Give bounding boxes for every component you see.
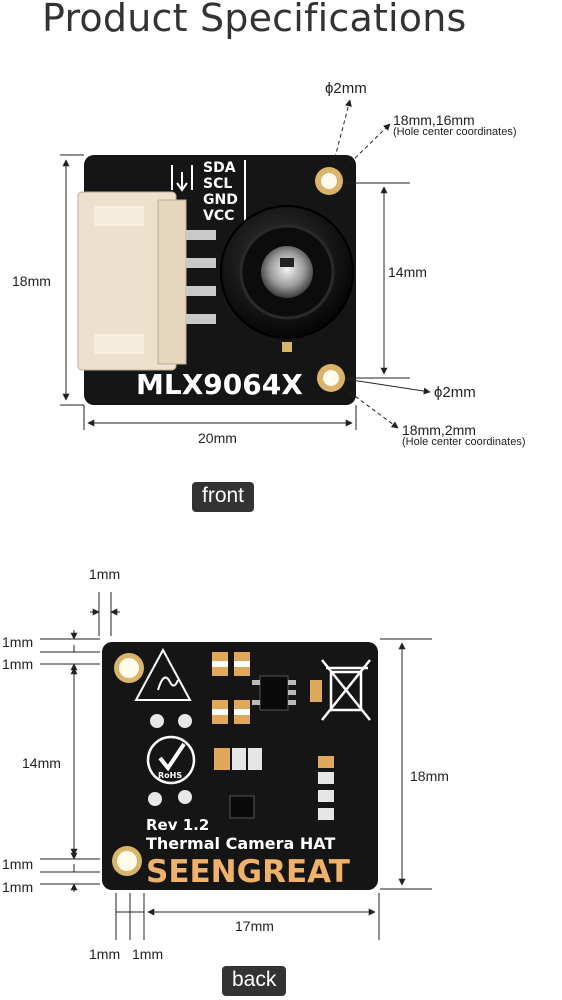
pin-label-vcc: VCC <box>203 208 234 224</box>
model-text: MLX9064X <box>136 368 303 401</box>
dim-front-width: 20mm <box>198 430 237 446</box>
thermal-sensor-lens <box>220 205 354 339</box>
mounting-hole-bottom <box>317 364 345 392</box>
esd-warning-icon <box>134 647 192 701</box>
dim-hole-bottom-coord: 18mm,2mm <box>402 422 476 438</box>
mounting-hole-top <box>315 167 343 195</box>
dim-back-right-height: 18mm <box>410 768 449 784</box>
dim-hole-top-coord: 18mm,16mm <box>393 112 475 128</box>
dim-hole-bottom-note: (Hole center coordinates) <box>402 436 526 448</box>
dim-back-left-bottom-1: 1mm <box>2 856 34 872</box>
dim-back-left-height: 14mm <box>22 755 61 771</box>
front-label-button: front <box>192 482 255 512</box>
brand-text: SEENGREAT <box>146 854 350 890</box>
front-board: SDA SCL GND VCC MLX9064X <box>77 155 356 405</box>
pin-label-sda: SDA <box>203 160 236 176</box>
dim-back-bottom-width: 17mm <box>235 918 274 934</box>
dim-front-height: 18mm <box>12 273 51 289</box>
connector <box>77 191 216 371</box>
page-title: Product Specifications <box>42 0 467 40</box>
ic-chip <box>252 675 296 711</box>
rohs-label: RoHS <box>158 771 182 780</box>
dim-back-left-bottom-2: 1mm <box>2 879 34 895</box>
pin-label-gnd: GND <box>203 192 238 208</box>
mounting-hole-back-bottom <box>112 846 142 876</box>
back-board: RoHS Rev 1.2 Thermal Camera HAT SEENGREA… <box>102 642 378 890</box>
pin-label-scl: SCL <box>203 176 232 192</box>
dim-hole-top-note: (Hole center coordinates) <box>393 126 517 138</box>
dim-back-top-offset: 1mm <box>89 566 121 582</box>
product-text: Thermal Camera HAT <box>146 834 335 853</box>
dim-hole-diameter-top: ϕ2mm <box>325 80 367 97</box>
rev-text: Rev 1.2 <box>146 816 209 834</box>
back-dimensions <box>40 592 432 940</box>
dim-hole-diameter-bottom: ϕ2mm <box>434 384 476 401</box>
dim-back-bottom-offset-1: 1mm <box>89 946 121 962</box>
dim-back-left-top-1: 1mm <box>2 634 34 650</box>
back-label-button: back <box>222 966 287 996</box>
mounting-hole-back-top <box>114 653 144 683</box>
front-dimensions <box>60 99 431 430</box>
dim-back-bottom-offset-2: 1mm <box>132 946 164 962</box>
rohs-badge: RoHS <box>146 735 196 785</box>
dim-back-left-top-2: 1mm <box>2 656 34 672</box>
dim-hole-spacing: 14mm <box>388 264 427 280</box>
weee-bin-icon <box>321 659 371 721</box>
